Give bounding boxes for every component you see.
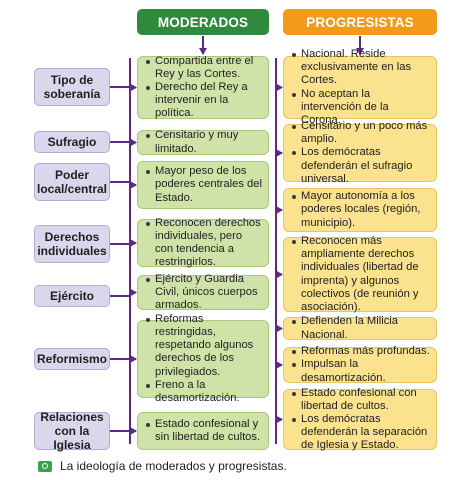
list-item: Reconocen más ampliamente derechos indiv… [292,235,431,314]
list-item: No aceptan la intervención de la Corona. [292,88,431,127]
list-item: Mayor autonomía a los poderes locales (r… [292,190,431,229]
list-item: Reconocen derechos individuales, pero co… [146,217,263,269]
category-sufragio: Sufragio [34,131,110,153]
camera-icon [38,460,52,472]
moderados-box-poder: Mayor peso de los poderes centrales del … [137,161,269,209]
progresistas-box-soberania: Nacional. Reside exclusivamente en las C… [283,48,437,126]
list-item: Freno a la desamortización. [146,379,263,405]
moderados-box-iglesia: Estado confesional y sin libertad de cul… [137,412,269,450]
list-item: Impulsan la desamortización. [292,358,431,384]
moderados-box-sufragio: Censitario y muy limitado. [137,129,269,155]
category-tipo-soberania: Tipo de soberanía [34,68,110,106]
list-item: Derecho del Rey a intervenir en la polít… [146,81,263,120]
list-item: Nacional. Reside exclusivamente en las C… [292,48,431,87]
progresistas-box-derechos: Reconocen más ampliamente derechos indiv… [283,235,437,314]
progresistas-box-sufragio: Censitario y un poco más amplio. Los dem… [283,120,437,185]
list-item: Compartida entre el Rey y las Cortes. [146,55,263,81]
category-ejercito: Ejército [34,285,110,307]
list-item: Los demócratas defenderán la separación … [292,413,431,452]
list-item: Mayor peso de los poderes centrales del … [146,165,263,204]
list-item: Estado confesional con libertad de culto… [292,387,431,413]
list-item: Ejército y Guardia Civil, únicos cuerpos… [146,273,263,312]
moderados-box-derechos: Reconocen derechos individuales, pero co… [137,217,269,269]
list-item: Censitario y un poco más amplio. [292,120,431,146]
moderados-box-soberania: Compartida entre el Rey y las Cortes. De… [137,55,269,120]
list-item: Reformas más profundas. [292,345,431,358]
list-item: Defienden la Milicia Nacional. [292,315,431,341]
category-reformismo: Reformismo [34,348,110,370]
list-item: Censitario y muy limitado. [146,129,263,155]
list-item: Los demócratas defenderán el sufragio un… [292,146,431,185]
category-derechos-individuales: Derechos individuales [34,225,110,263]
moderados-box-reformismo: Reformas restringidas, respetando alguno… [137,313,269,404]
list-item: Reformas restringidas, respetando alguno… [146,313,263,378]
moderados-header: MODERADOS [137,9,269,35]
caption-text: La ideología de moderados y progresistas… [60,459,287,473]
progresistas-box-ejercito: Defienden la Milicia Nacional. [283,315,437,341]
progresistas-header: PROGRESISTAS [283,9,437,35]
progresistas-box-reformismo: Reformas más profundas. Impulsan la desa… [283,345,437,384]
category-relaciones-iglesia: Relaciones con la Iglesia [34,410,110,452]
progresistas-box-poder: Mayor autonomía a los poderes locales (r… [283,188,437,232]
list-item: Estado confesional y sin libertad de cul… [146,418,263,444]
progresistas-box-iglesia: Estado confesional con libertad de culto… [283,387,437,452]
figure-caption: La ideología de moderados y progresistas… [38,459,287,473]
category-poder-local-central: Poder local/central [34,163,110,201]
moderados-box-ejercito: Ejército y Guardia Civil, únicos cuerpos… [137,273,269,312]
